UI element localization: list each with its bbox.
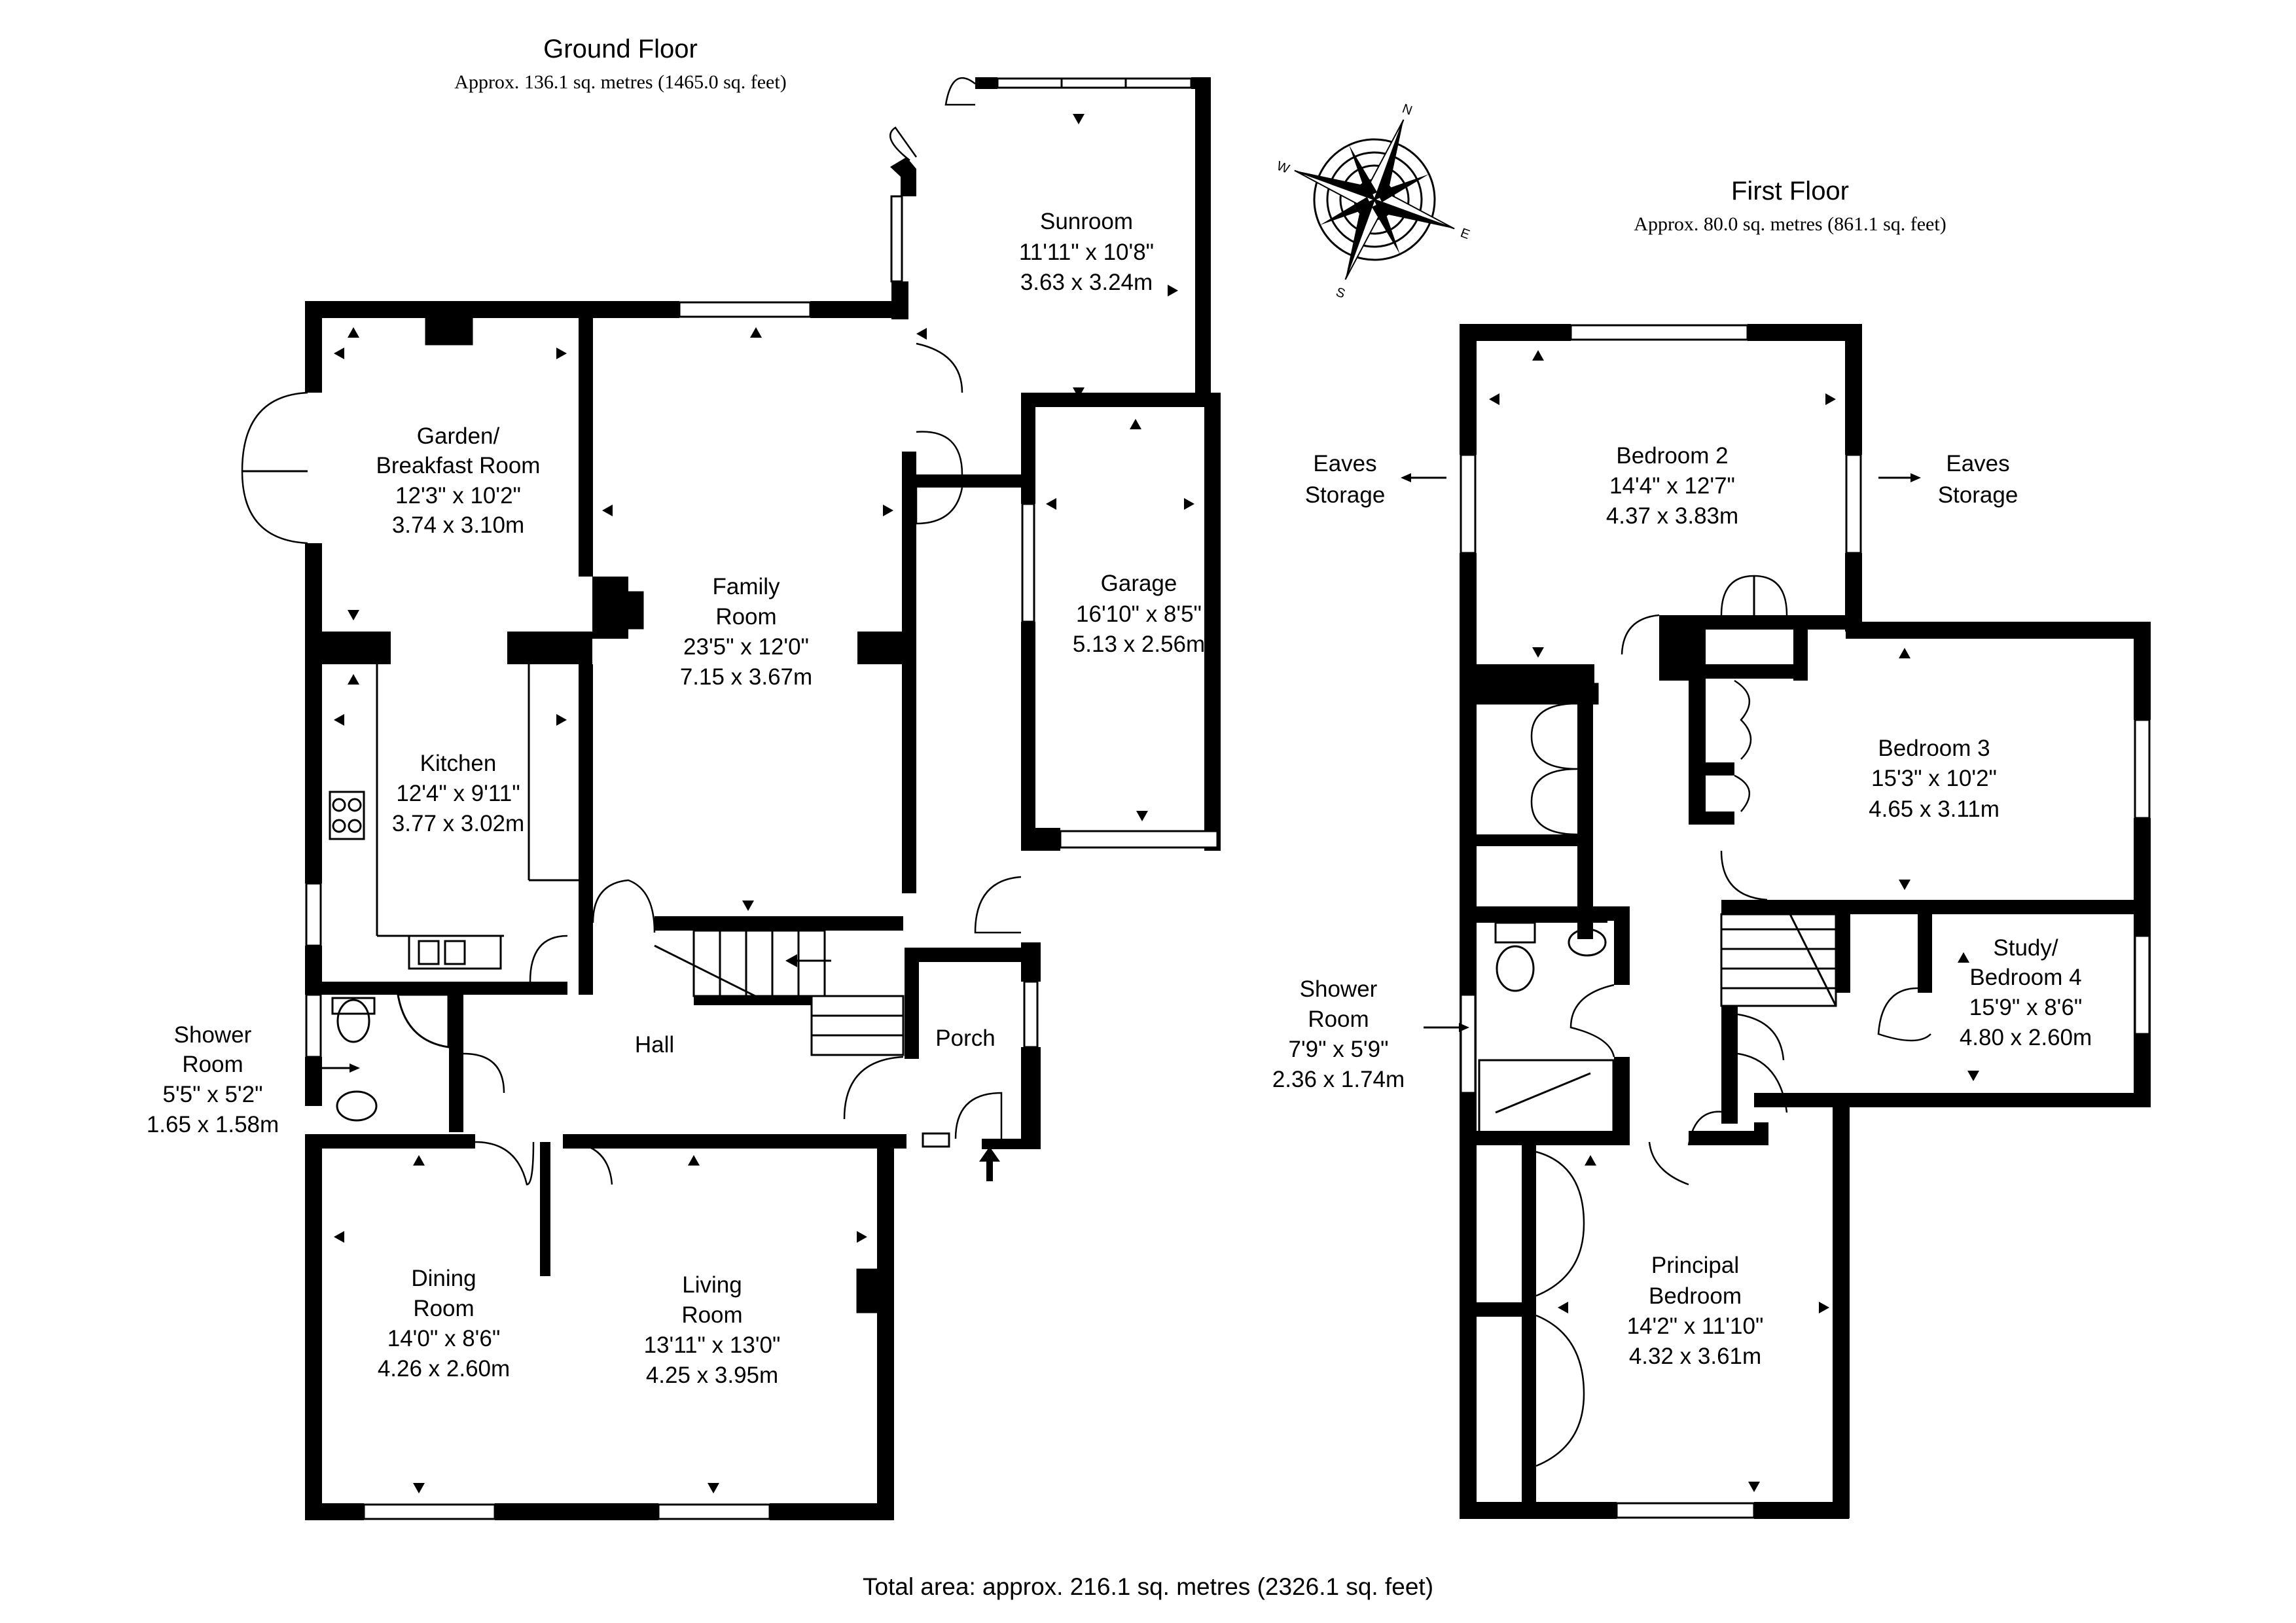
shower-gf-imperial: 5'5" x 5'2" xyxy=(162,1082,262,1107)
room-eaves-left: Eaves Storage xyxy=(1305,451,1386,508)
first-floor-title: First Floor xyxy=(1731,177,1849,205)
garage-imperial: 16'10" x 8'5" xyxy=(1076,601,1202,627)
family-name-1: Family xyxy=(712,574,780,599)
room-bedroom2: Bedroom 2 14'4" x 12'7" 4.37 x 3.83m xyxy=(1606,443,1738,529)
living-name-1: Living xyxy=(682,1272,742,1298)
principal-name-2: Bedroom xyxy=(1649,1283,1742,1309)
entrance-arrow-icon xyxy=(979,1147,1000,1181)
ground-floor-area: Approx. 136.1 sq. metres (1465.0 sq. fee… xyxy=(454,71,786,93)
kitchen-name: Kitchen xyxy=(420,751,497,776)
bedroom2-metric: 4.37 x 3.83m xyxy=(1606,503,1738,529)
measurement-arrows xyxy=(334,114,1979,1493)
room-hall: Hall xyxy=(635,1032,674,1058)
living-name-2: Room xyxy=(681,1302,742,1328)
ground-floor-plan xyxy=(241,77,1221,1520)
bedroom3-name: Bedroom 3 xyxy=(1878,736,1990,761)
compass-w: W xyxy=(1275,159,1291,177)
shower-ff-imperial: 7'9" x 5'9" xyxy=(1288,1037,1388,1062)
dining-imperial: 14'0" x 8'6" xyxy=(387,1326,501,1351)
dining-metric: 4.26 x 2.60m xyxy=(378,1356,510,1382)
first-floor-area: Approx. 80.0 sq. metres (861.1 sq. feet) xyxy=(1634,213,1946,235)
room-family: Family Room 23'5" x 12'0" 7.15 x 3.67m xyxy=(680,574,812,690)
living-imperial: 13'11" x 13'0" xyxy=(644,1332,781,1358)
compass-e: E xyxy=(1458,226,1471,242)
kitchen-imperial: 12'4" x 9'11" xyxy=(396,781,520,806)
family-name-2: Room xyxy=(715,604,776,630)
shower-gf-metric: 1.65 x 1.58m xyxy=(147,1112,279,1137)
total-area: Total area: approx. 216.1 sq. metres (23… xyxy=(863,1573,1433,1600)
bedroom2-name: Bedroom 2 xyxy=(1616,443,1728,469)
sunroom-imperial: 11'11" x 10'8" xyxy=(1019,240,1154,265)
living-metric: 4.25 x 3.95m xyxy=(646,1363,778,1388)
sunroom-metric: 3.63 x 3.24m xyxy=(1020,270,1153,295)
breakfast-name-2: Breakfast Room xyxy=(376,453,541,478)
room-kitchen: Kitchen 12'4" x 9'11" 3.77 x 3.02m xyxy=(392,751,524,836)
eaves-left-1: Eaves xyxy=(1313,451,1376,476)
room-shower-ff: Shower Room 7'9" x 5'9" 2.36 x 1.74m xyxy=(1272,976,1405,1092)
family-imperial: 23'5" x 12'0" xyxy=(683,634,809,660)
room-garage: Garage 16'10" x 8'5" 5.13 x 2.56m xyxy=(1073,571,1205,657)
bedroom2-imperial: 14'4" x 12'7" xyxy=(1609,473,1735,499)
eaves-right-2: Storage xyxy=(1938,482,2018,508)
kitchen-metric: 3.77 x 3.02m xyxy=(392,811,524,836)
family-metric: 7.15 x 3.67m xyxy=(680,664,812,690)
shower-ff-metric: 2.36 x 1.74m xyxy=(1272,1067,1405,1092)
room-study: Study/ Bedroom 4 15'9" x 8'6" 4.80 x 2.6… xyxy=(1960,935,2092,1050)
principal-imperial: 14'2" x 11'10" xyxy=(1627,1313,1764,1339)
dining-name-1: Dining xyxy=(411,1266,476,1291)
breakfast-imperial: 12'3" x 10'2" xyxy=(395,483,521,508)
pointer-arrows xyxy=(317,473,1921,1073)
study-name-2: Bedroom 4 xyxy=(1969,965,2081,990)
room-breakfast: Garden/ Breakfast Room 12'3" x 10'2" 3.7… xyxy=(376,423,541,538)
bedroom3-metric: 4.65 x 3.11m xyxy=(1869,796,2000,822)
room-principal: Principal Bedroom 14'2" x 11'10" 4.32 x … xyxy=(1627,1253,1764,1369)
first-floor-plan xyxy=(1460,324,2151,1519)
shower-ff-name-2: Room xyxy=(1308,1007,1369,1032)
room-porch: Porch xyxy=(935,1026,995,1051)
room-living: Living Room 13'11" x 13'0" 4.25 x 3.95m xyxy=(644,1272,781,1388)
compass-n: N xyxy=(1400,101,1414,118)
principal-metric: 4.32 x 3.61m xyxy=(1629,1344,1761,1369)
room-sunroom: Sunroom 11'11" x 10'8" 3.63 x 3.24m xyxy=(1019,209,1154,295)
study-imperial: 15'9" x 8'6" xyxy=(1969,995,2083,1020)
ground-floor-title: Ground Floor xyxy=(543,35,698,63)
dining-name-2: Room xyxy=(413,1296,474,1321)
shower-gf-name-2: Room xyxy=(182,1052,243,1077)
breakfast-name-1: Garden/ xyxy=(417,423,500,449)
breakfast-metric: 3.74 x 3.10m xyxy=(392,512,524,538)
garage-metric: 5.13 x 2.56m xyxy=(1073,632,1205,657)
room-dining: Dining Room 14'0" x 8'6" 4.26 x 2.60m xyxy=(378,1266,510,1382)
garage-name: Garage xyxy=(1101,571,1177,596)
shower-ff-name-1: Shower xyxy=(1300,976,1378,1002)
study-metric: 4.80 x 2.60m xyxy=(1960,1025,2092,1050)
compass-s: S xyxy=(1334,285,1347,301)
eaves-left-2: Storage xyxy=(1305,482,1386,508)
principal-name-1: Principal xyxy=(1651,1253,1739,1278)
room-shower-gf: Shower Room 5'5" x 5'2" 1.65 x 1.58m xyxy=(147,1022,279,1137)
sunroom-name: Sunroom xyxy=(1040,209,1133,234)
compass-icon: N E S W xyxy=(1275,101,1472,301)
room-eaves-right: Eaves Storage xyxy=(1938,451,2018,508)
shower-gf-name-1: Shower xyxy=(174,1022,252,1048)
eaves-right-1: Eaves xyxy=(1946,451,2009,476)
bedroom3-imperial: 15'3" x 10'2" xyxy=(1871,766,1997,791)
room-bedroom3: Bedroom 3 15'3" x 10'2" 4.65 x 3.11m xyxy=(1869,736,2000,822)
study-name-1: Study/ xyxy=(1993,935,2058,961)
